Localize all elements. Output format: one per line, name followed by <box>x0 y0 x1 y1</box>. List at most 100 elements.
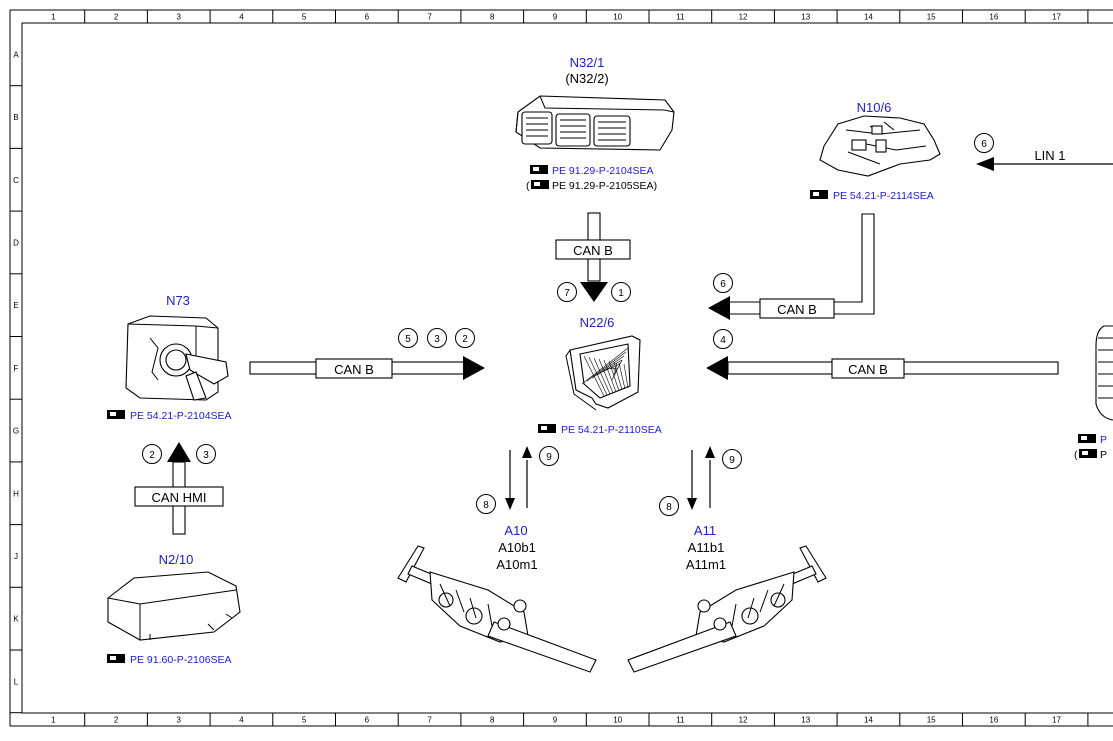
n73-module-drawing <box>126 316 228 400</box>
svg-text:2: 2 <box>462 334 468 345</box>
column-number-label: 9 <box>553 13 558 22</box>
can-hmi-connection: CAN HMI 2 3 <box>135 442 223 534</box>
column-number-label: 17 <box>1052 716 1061 725</box>
column-number-label: 16 <box>989 13 998 22</box>
svg-text:6: 6 <box>981 139 987 150</box>
column-number-label: 15 <box>927 716 936 725</box>
a11-sub1-label: A11b1 <box>688 540 725 555</box>
svg-text:2: 2 <box>149 450 155 461</box>
n2-control-unit: N2/10 PE 91.60-P-2106SEA <box>107 552 240 666</box>
n10-control-unit: N10/6 PE 54.21-P-2114SEA <box>810 100 940 202</box>
column-number-label: 1 <box>51 13 56 22</box>
n10-ref[interactable]: PE 54.21-P-2114SEA <box>810 190 934 202</box>
column-number-label: 3 <box>177 716 182 725</box>
n2-module-drawing <box>108 572 240 640</box>
hand-pointer-icon <box>531 180 549 189</box>
svg-text:PE 91.29-P-2104SEA: PE 91.29-P-2104SEA <box>552 165 654 177</box>
column-number-label: 8 <box>490 716 495 725</box>
svg-text:PE 91.60-P-2106SEA: PE 91.60-P-2106SEA <box>130 654 232 666</box>
n73-label: N73 <box>166 293 190 308</box>
hand-pointer-icon <box>107 654 125 663</box>
a11-steering-column: 9 8 A11 A11b1 A11m1 <box>628 446 826 672</box>
svg-text:PE 91.29-P-2105SEA): PE 91.29-P-2105SEA) <box>552 180 657 192</box>
svg-text:9: 9 <box>729 455 735 466</box>
column-number-label: 7 <box>427 716 432 725</box>
a11-signal-arrows: 9 8 <box>660 446 742 516</box>
svg-text:3: 3 <box>434 334 440 345</box>
row-letter-label: E <box>13 301 18 310</box>
can-b-left-connection: CAN B 5 3 2 <box>250 329 485 381</box>
svg-text:8: 8 <box>483 500 489 511</box>
column-number-label: 14 <box>864 716 873 725</box>
column-number-label: 6 <box>365 13 370 22</box>
column-number-label: 14 <box>864 13 873 22</box>
row-letter-label: G <box>13 427 19 436</box>
column-number-label: 16 <box>989 716 998 725</box>
can-b-top-connection: CAN B 7 1 <box>556 213 631 302</box>
right-partial-component: P ( P <box>1074 326 1113 461</box>
a10-signal-arrows: 9 8 <box>477 446 559 514</box>
column-number-label: 7 <box>427 13 432 22</box>
a11-column-drawing <box>628 546 826 672</box>
column-number-label: 11 <box>676 716 685 725</box>
svg-text:8: 8 <box>666 502 672 513</box>
can-hmi-label: CAN HMI <box>152 490 207 505</box>
hand-pointer-icon <box>530 165 548 174</box>
a10-sub1-label: A10b1 <box>498 540 536 555</box>
svg-text:5: 5 <box>405 334 411 345</box>
n10-module-drawing <box>820 116 940 176</box>
can-b-left-label: CAN B <box>334 362 374 377</box>
column-number-label: 13 <box>801 13 810 22</box>
can-b-top-label: CAN B <box>573 243 613 258</box>
n73-ref[interactable]: PE 54.21-P-2104SEA <box>107 410 232 422</box>
svg-text:PE 54.21-P-2114SEA: PE 54.21-P-2114SEA <box>833 190 934 202</box>
column-number-label: 17 <box>1052 13 1061 22</box>
svg-text:7: 7 <box>564 288 570 299</box>
row-letter-label: A <box>13 50 19 59</box>
column-number-label: 5 <box>302 716 307 725</box>
column-number-label: 13 <box>801 716 810 725</box>
row-letter-label: J <box>14 552 18 561</box>
row-letter-label: C <box>13 176 19 185</box>
can-b-right-upper-label: CAN B <box>777 302 817 317</box>
row-letter-label: H <box>13 489 19 498</box>
column-number-label: 10 <box>613 13 622 22</box>
column-number-label: 6 <box>365 716 370 725</box>
column-number-label: 11 <box>676 13 685 22</box>
n32-module-drawing <box>516 96 674 150</box>
n32-ref-1[interactable]: PE 91.29-P-2104SEA <box>530 165 654 177</box>
column-number-label: 12 <box>739 716 748 725</box>
row-letter-label: B <box>13 113 18 122</box>
svg-text:9: 9 <box>546 452 552 463</box>
n22-ref[interactable]: PE 54.21-P-2110SEA <box>538 424 662 436</box>
a11-label: A11 <box>694 523 716 538</box>
n2-ref[interactable]: PE 91.60-P-2106SEA <box>107 654 232 666</box>
n2-label: N2/10 <box>159 552 194 567</box>
column-number-label: 9 <box>553 716 558 725</box>
hand-pointer-icon <box>1079 449 1097 458</box>
column-number-label: 2 <box>114 716 119 725</box>
row-letter-label: L <box>14 677 19 686</box>
hand-pointer-icon <box>810 190 828 199</box>
column-number-label: 5 <box>302 13 307 22</box>
column-number-label: 12 <box>739 13 748 22</box>
n32-label: N32/1 <box>570 55 605 70</box>
n22-control-unit: N22/6 PE 54.21-P-2110SEA <box>538 315 662 436</box>
n22-module-drawing <box>566 336 640 410</box>
n73-control-unit: N73 PE 54.21-P-2104SEA <box>107 293 232 422</box>
hand-pointer-icon <box>538 424 556 433</box>
svg-text:(: ( <box>526 180 530 192</box>
lin1-connection: 6 LIN 1 <box>975 134 1113 172</box>
can-b-right-lower-connection: CAN B 4 <box>706 330 1058 381</box>
n32-ref-2[interactable]: ( PE 91.29-P-2105SEA) <box>526 180 657 192</box>
a10-steering-column: 9 8 A10 A10b1 A10m1 <box>398 446 596 672</box>
n32-alt-label: (N32/2) <box>565 71 608 86</box>
column-number-label: 3 <box>177 13 182 22</box>
n22-label: N22/6 <box>580 315 615 330</box>
svg-text:PE 54.21-P-2110SEA: PE 54.21-P-2110SEA <box>561 424 662 436</box>
column-number-label: 4 <box>239 13 244 22</box>
lin1-label: LIN 1 <box>1034 148 1065 163</box>
svg-text:6: 6 <box>720 279 726 290</box>
column-number-label: 4 <box>239 716 244 725</box>
